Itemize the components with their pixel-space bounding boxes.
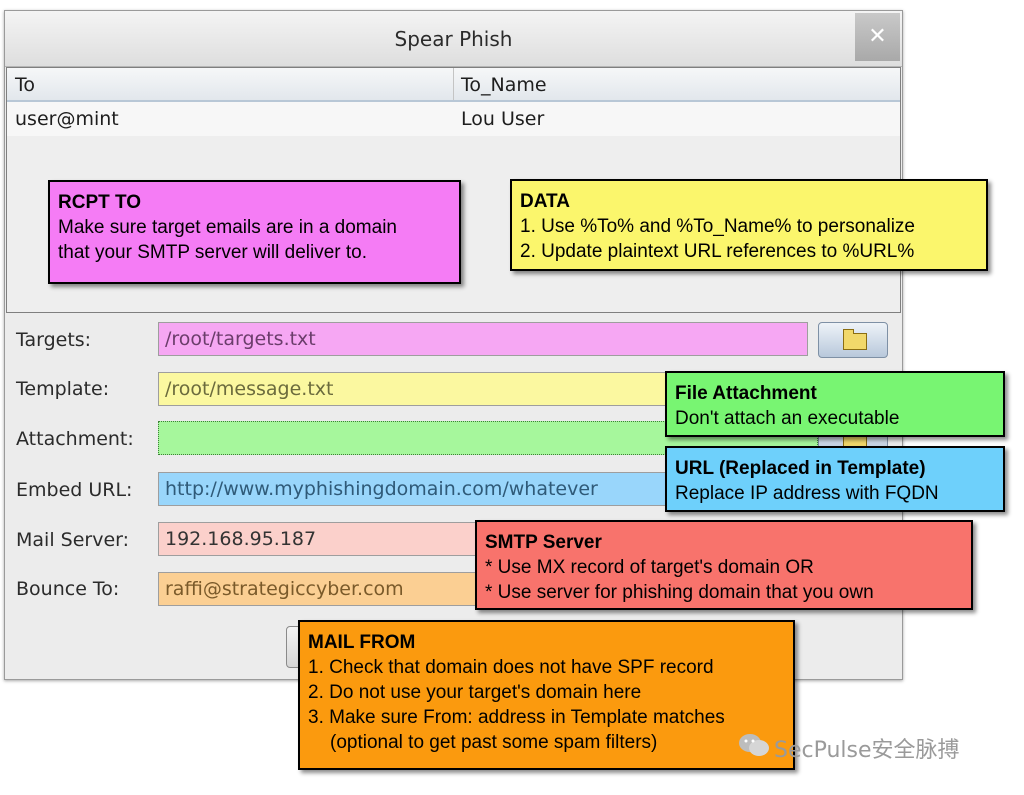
note-title: RCPT TO: [58, 192, 142, 213]
cell-to: user@mint: [15, 108, 119, 130]
mail-server-input[interactable]: 192.168.95.187: [158, 522, 488, 556]
note-line: 1. Check that domain does not have SPF r…: [308, 657, 714, 678]
close-icon: ✕: [868, 24, 887, 49]
note-line: (optional to get past some spam filters): [330, 732, 658, 753]
mail-server-label: Mail Server:: [16, 529, 130, 551]
close-button[interactable]: ✕: [855, 13, 900, 61]
url-note: URL (Replaced in Template) Replace IP ad…: [665, 446, 1005, 512]
note-line: 2. Do not use your target's domain here: [308, 682, 642, 703]
folder-icon: [843, 329, 867, 350]
note-line: Make sure target emails are in a domain: [58, 217, 397, 238]
column-header-to[interactable]: To: [15, 74, 36, 96]
note-line: 2. Update plaintext URL references to %U…: [520, 241, 915, 262]
column-header-to-name[interactable]: To_Name: [461, 74, 547, 96]
column-divider[interactable]: [453, 68, 454, 100]
targets-browse-button[interactable]: [818, 322, 888, 358]
embed-url-label: Embed URL:: [16, 479, 133, 501]
note-title: SMTP Server: [485, 532, 602, 553]
note-line: * Use MX record of target's domain OR: [485, 557, 814, 578]
note-title: URL (Replaced in Template): [675, 458, 926, 479]
note-line: that your SMTP server will deliver to.: [58, 242, 368, 263]
note-title: MAIL FROM: [308, 632, 416, 653]
table-row[interactable]: user@mint Lou User: [7, 102, 900, 136]
note-line: * Use server for phishing domain that yo…: [485, 582, 874, 603]
table-header: To To_Name: [7, 68, 900, 102]
file-attachment-note: File Attachment Don't attach an executab…: [665, 371, 1005, 437]
note-line: 3. Make sure From: address in Template m…: [308, 707, 725, 728]
note-title: File Attachment: [675, 383, 817, 404]
targets-label: Targets:: [16, 329, 92, 351]
note-line: 1. Use %To% and %To_Name% to personalize: [520, 216, 915, 237]
wechat-icon: [739, 734, 769, 756]
title-bar: Spear Phish ✕: [5, 11, 902, 67]
smtp-server-note: SMTP Server * Use MX record of target's …: [475, 520, 973, 610]
attachment-label: Attachment:: [16, 428, 134, 450]
bounce-to-label: Bounce To:: [16, 578, 120, 600]
cell-to-name: Lou User: [461, 108, 545, 130]
watermark-text: SecPulse安全脉搏: [774, 738, 960, 763]
window-title: Spear Phish: [394, 27, 513, 51]
rcpt-to-note: RCPT TO Make sure target emails are in a…: [48, 180, 461, 284]
note-line: Replace IP address with FQDN: [675, 483, 939, 504]
targets-input[interactable]: /root/targets.txt: [158, 322, 808, 356]
note-line: Don't attach an executable: [675, 408, 900, 429]
bounce-to-input[interactable]: raffi@strategiccyber.com: [158, 572, 488, 606]
note-title: DATA: [520, 191, 570, 212]
template-label: Template:: [16, 378, 110, 400]
mail-from-note: MAIL FROM 1. Check that domain does not …: [298, 620, 795, 770]
data-note: DATA 1. Use %To% and %To_Name% to person…: [510, 179, 988, 271]
